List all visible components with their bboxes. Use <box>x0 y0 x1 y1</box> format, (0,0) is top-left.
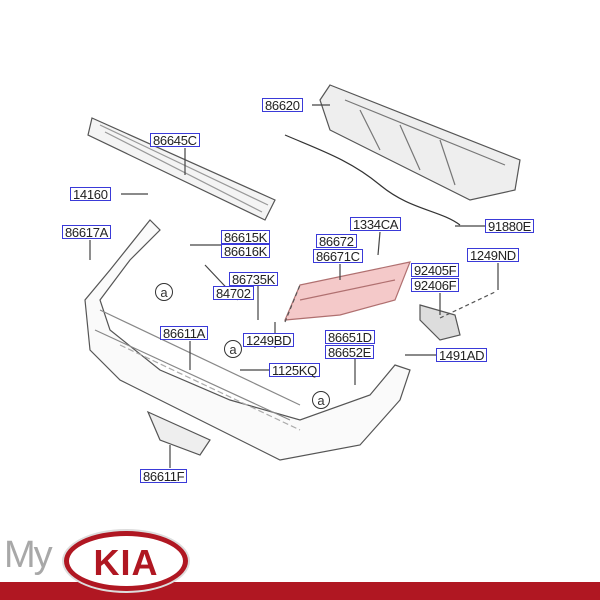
part-label-86611f[interactable]: 86611F <box>140 469 188 484</box>
part-label-92406f[interactable]: 92406F <box>411 278 460 293</box>
kia-logo-text: KIA <box>93 542 159 583</box>
reference-marker-a: a <box>312 391 330 409</box>
bumper-cover <box>84 219 411 461</box>
part-label-86671c[interactable]: 86671C <box>313 249 363 264</box>
part-label-86611a[interactable]: 86611A <box>160 326 209 341</box>
part-label-86652e[interactable]: 86652E <box>325 345 375 360</box>
part-label-86620[interactable]: 86620 <box>262 98 303 113</box>
kia-logo: KIA <box>64 531 188 591</box>
part-label-86651d[interactable]: 86651D <box>325 330 375 345</box>
logo-my-text: My <box>4 534 53 576</box>
lower-bracket <box>146 410 211 456</box>
part-label-14160[interactable]: 14160 <box>70 187 111 202</box>
part-label-86617a[interactable]: 86617A <box>62 225 112 240</box>
reference-marker-a: a <box>155 283 173 301</box>
part-label-1125kq[interactable]: 1125KQ <box>269 363 320 378</box>
part-label-84702[interactable]: 84702 <box>213 286 254 301</box>
part-label-1334ca[interactable]: 1334CA <box>350 217 402 232</box>
energy-absorber <box>319 84 521 201</box>
part-label-1249bd[interactable]: 1249BD <box>243 333 295 348</box>
part-label-86672[interactable]: 86672 <box>316 234 357 249</box>
part-label-92405f[interactable]: 92405F <box>411 263 460 278</box>
side-reflector <box>284 261 411 321</box>
part-label-86616k[interactable]: 86616K <box>221 244 271 259</box>
part-label-86735k[interactable]: 86735K <box>229 272 279 287</box>
wiring-harness <box>284 134 461 226</box>
part-label-1249nd[interactable]: 1249ND <box>467 248 519 263</box>
part-label-86645c[interactable]: 86645C <box>150 133 200 148</box>
part-label-86615k[interactable]: 86615K <box>221 230 271 245</box>
part-label-91880e[interactable]: 91880E <box>485 219 535 234</box>
part-label-1491ad[interactable]: 1491AD <box>436 348 488 363</box>
reference-marker-a: a <box>224 340 242 358</box>
